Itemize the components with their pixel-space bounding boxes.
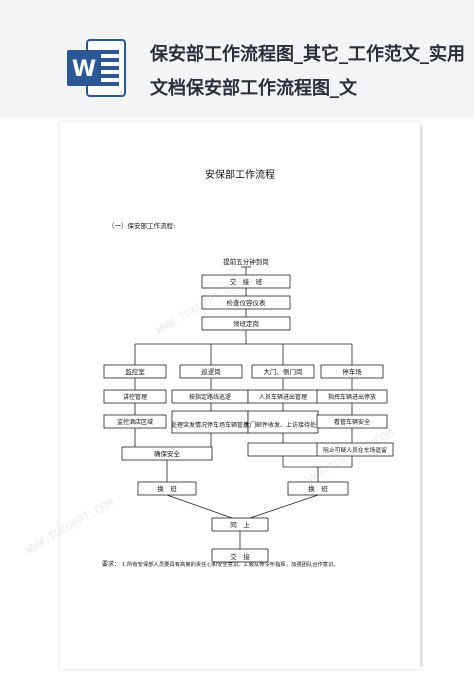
doc-heading: 安保部工作流程 [205, 168, 275, 181]
document-page: 安保部工作流程 （一）保安部工作流程: 提前五分钟到岗 交 接 班 检查仪容仪表… [60, 122, 420, 669]
post-parking-text: 停车场 [342, 367, 362, 376]
shift-left-text: 换 班 [157, 484, 177, 493]
parking-task-3-text: 阻止可疑人员在车场逗留 [323, 446, 387, 454]
handover-bottom-box [211, 548, 269, 563]
start-step: 提前五分钟到岗 [223, 257, 269, 266]
gate-task-1-text: 人员车辆进出管理 [259, 393, 307, 401]
post-monitor-text: 监控室 [125, 367, 145, 376]
check-text: 检查仪容仪表 [227, 298, 267, 307]
parking-task-3-box [316, 442, 394, 457]
parking-task-1-text: 指挥车辆进出停放 [328, 393, 376, 401]
assign-text: 领班定岗 [233, 319, 259, 328]
header-bar: W 保安部工作流程图_其它_工作范文_实用文档保安部工作流程图_文 [0, 0, 474, 118]
gate-extra-box [247, 442, 319, 457]
post-patrol-text: 巡逻岗 [201, 367, 221, 376]
patrol-task-1-text: 按指定路线巡逻 [189, 393, 231, 401]
monitor-task-1-text: 讲控管理 [123, 393, 147, 401]
word-logo-letter: W [72, 57, 96, 82]
post-gate-text: 大门、侧门岗 [264, 367, 303, 376]
section-label: （一）保安部工作流程: [108, 221, 175, 230]
ensure-text: 确保安全 [154, 449, 181, 458]
parking-task-2-text: 看管车辆安全 [334, 418, 370, 426]
document-title[interactable]: 保安部工作流程图_其它_工作范文_实用文档保安部工作流程图_文 [150, 44, 465, 99]
handover-top-text: 交 接 班 [230, 277, 263, 286]
gate-task-2-text: 大门邮件收发、上访接待处理 [244, 421, 322, 429]
notes-label: 要求： [102, 560, 120, 568]
shift-right-text: 换 班 [308, 484, 328, 493]
word-document-icon: W [65, 36, 129, 100]
flowchart: 安保部工作流程 （一）保安部工作流程: 提前五分钟到岗 交 接 班 检查仪容仪表… [102, 168, 394, 568]
notes-text: 1.所有安保部人员要具有高度的责任心和安全意识。2.服从命令听指挥，加强团队合作… [122, 560, 339, 568]
monitor-task-2-text: 监控酒店区域 [117, 418, 153, 426]
merge-text: 同 上 [230, 520, 250, 529]
handover-bottom-text: 交 接 [230, 552, 250, 561]
patrol-task-2-text: 处理突发情况停车场车辆管理 [171, 421, 249, 429]
